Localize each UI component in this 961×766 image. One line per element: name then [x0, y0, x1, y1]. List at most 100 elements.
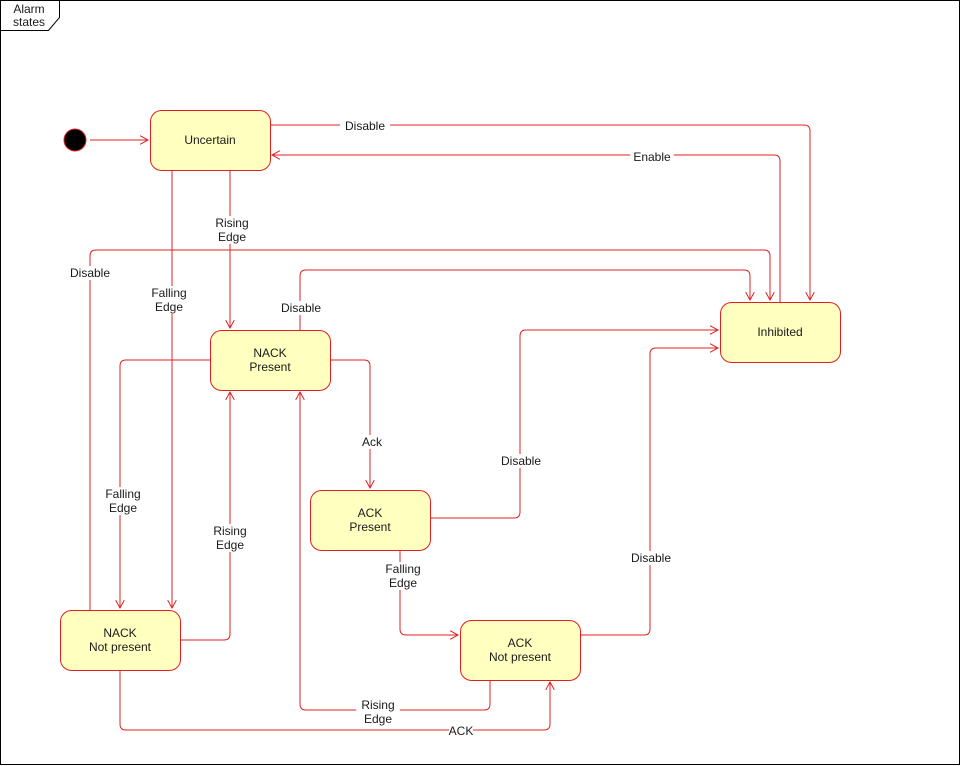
transition-label-line: Edge	[364, 712, 392, 726]
state-label: Present	[349, 520, 391, 534]
transition-t-uncertain-falling	[167, 170, 177, 610]
transition-t-nackp-disable	[299, 269, 755, 330]
transition-t-nacknp-disable	[89, 249, 775, 610]
transition-t-nacknp-rising	[180, 390, 235, 641]
label-background	[360, 435, 384, 449]
state-box	[310, 490, 431, 551]
label-background	[377, 562, 429, 590]
transition-label-line: ACK	[449, 724, 474, 738]
label-background	[356, 698, 400, 726]
state-label: Inhibited	[757, 325, 802, 339]
transition-t-ackp-falling	[399, 550, 460, 640]
transition-label-line: Edge	[218, 230, 246, 244]
transition-line	[119, 359, 210, 608]
arrow-head-icon	[115, 599, 125, 610]
transition-line	[119, 670, 551, 731]
transition-line	[270, 124, 811, 300]
transition-t-nackp-ack	[330, 359, 375, 490]
state-label: Not present	[489, 650, 552, 664]
arrow-head-icon	[225, 390, 235, 401]
state-label: Uncertain	[184, 133, 235, 147]
transition-t-nacknp-ack	[119, 670, 555, 731]
arrow-head-icon	[709, 325, 720, 335]
arrow-head-icon	[449, 630, 460, 640]
transition-t-enable	[270, 150, 781, 302]
transition-label: Disable	[495, 454, 547, 468]
label-background	[97, 487, 149, 515]
transition-label-line: Rising	[361, 698, 394, 712]
state-label: NACK	[253, 346, 286, 360]
transition-label-line: Edge	[155, 300, 183, 314]
state-box	[150, 110, 271, 171]
state-label: NACK	[103, 626, 136, 640]
state-label: ACK	[358, 506, 383, 520]
transition-label-line: Rising	[213, 524, 246, 538]
transition-label: Disable	[339, 119, 391, 133]
arrow-head-icon	[709, 343, 720, 353]
transition-line	[430, 329, 718, 519]
transition-line	[89, 249, 771, 610]
arrow-head-icon	[270, 150, 281, 160]
transition-label-line: Rising	[215, 216, 248, 230]
state-box	[210, 330, 331, 391]
label-background	[64, 266, 116, 280]
label-background	[210, 216, 254, 244]
label-background	[625, 551, 677, 565]
transition-label-line: Disable	[281, 301, 321, 315]
transition-label: Disable	[64, 266, 116, 280]
state-inhibited: Inhibited	[720, 302, 841, 363]
label-background	[208, 524, 252, 552]
label-background	[275, 301, 327, 315]
arrow-head-icon	[225, 319, 235, 330]
state-box	[60, 610, 181, 671]
transition-line	[272, 154, 781, 302]
transition-label-line: Falling	[151, 286, 186, 300]
transition-label: Disable	[275, 301, 327, 315]
transition-t-acknp-disable	[580, 343, 720, 636]
arrow-head-icon	[745, 291, 755, 302]
arrow-head-icon	[805, 291, 815, 302]
arrow-head-icon	[295, 390, 305, 401]
arrow-head-icon	[139, 135, 150, 145]
transition-label-line: Disable	[501, 454, 541, 468]
label-background	[143, 286, 195, 314]
transition-label-line: Falling	[105, 487, 140, 501]
initial-state-dot	[63, 128, 87, 152]
arrow-head-icon	[365, 479, 375, 490]
frame-title-line-2: states	[13, 15, 45, 29]
transition-label: Enable	[630, 150, 674, 164]
transition-t-initial	[90, 135, 150, 145]
transition-label-line: Disable	[631, 551, 671, 565]
transition-label-line: Ack	[362, 435, 383, 449]
transition-label-line: Edge	[109, 501, 137, 515]
transition-label: ACK	[449, 724, 474, 738]
transition-label-line: Edge	[216, 538, 244, 552]
transition-label-line: Disable	[70, 266, 110, 280]
state-label: Not present	[89, 640, 152, 654]
transition-t-uncertain-rising	[225, 170, 235, 330]
state-box	[720, 302, 841, 363]
transition-line	[399, 550, 458, 636]
arrow-head-icon	[167, 599, 177, 610]
state-label: ACK	[508, 636, 533, 650]
frame-title-line-1: Alarm	[13, 2, 44, 16]
arrow-head-icon	[545, 680, 555, 691]
transition-line	[299, 269, 751, 330]
transition-t-nackp-falling	[115, 359, 210, 610]
label-background	[630, 150, 674, 164]
label-background	[449, 724, 473, 738]
transition-label-line: Edge	[389, 576, 417, 590]
frame-title-tab	[0, 0, 60, 31]
state-label: Present	[249, 360, 291, 374]
transition-t-uncertain-disable	[270, 124, 815, 302]
transition-line	[180, 392, 231, 641]
